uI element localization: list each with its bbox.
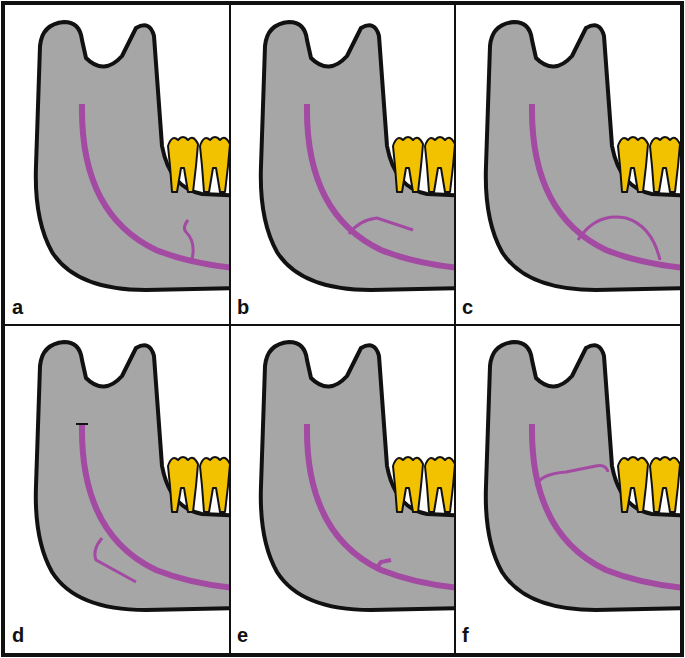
panel-b-drawing: [261, 22, 471, 290]
panel-letter: d: [12, 624, 24, 646]
panel-a-drawing: [36, 22, 246, 290]
panel-letter: c: [462, 296, 473, 318]
panel-c-drawing: [486, 22, 685, 290]
panel-f-drawing: [486, 342, 685, 610]
panel-letter: a: [12, 296, 23, 318]
panel-d-drawing: [36, 342, 246, 610]
panel-letter: f: [462, 624, 469, 646]
panel-e-drawing: [261, 342, 471, 610]
panel-letter: b: [237, 296, 249, 318]
panel-grid: [3, 3, 682, 655]
panel-letter: e: [237, 624, 248, 646]
